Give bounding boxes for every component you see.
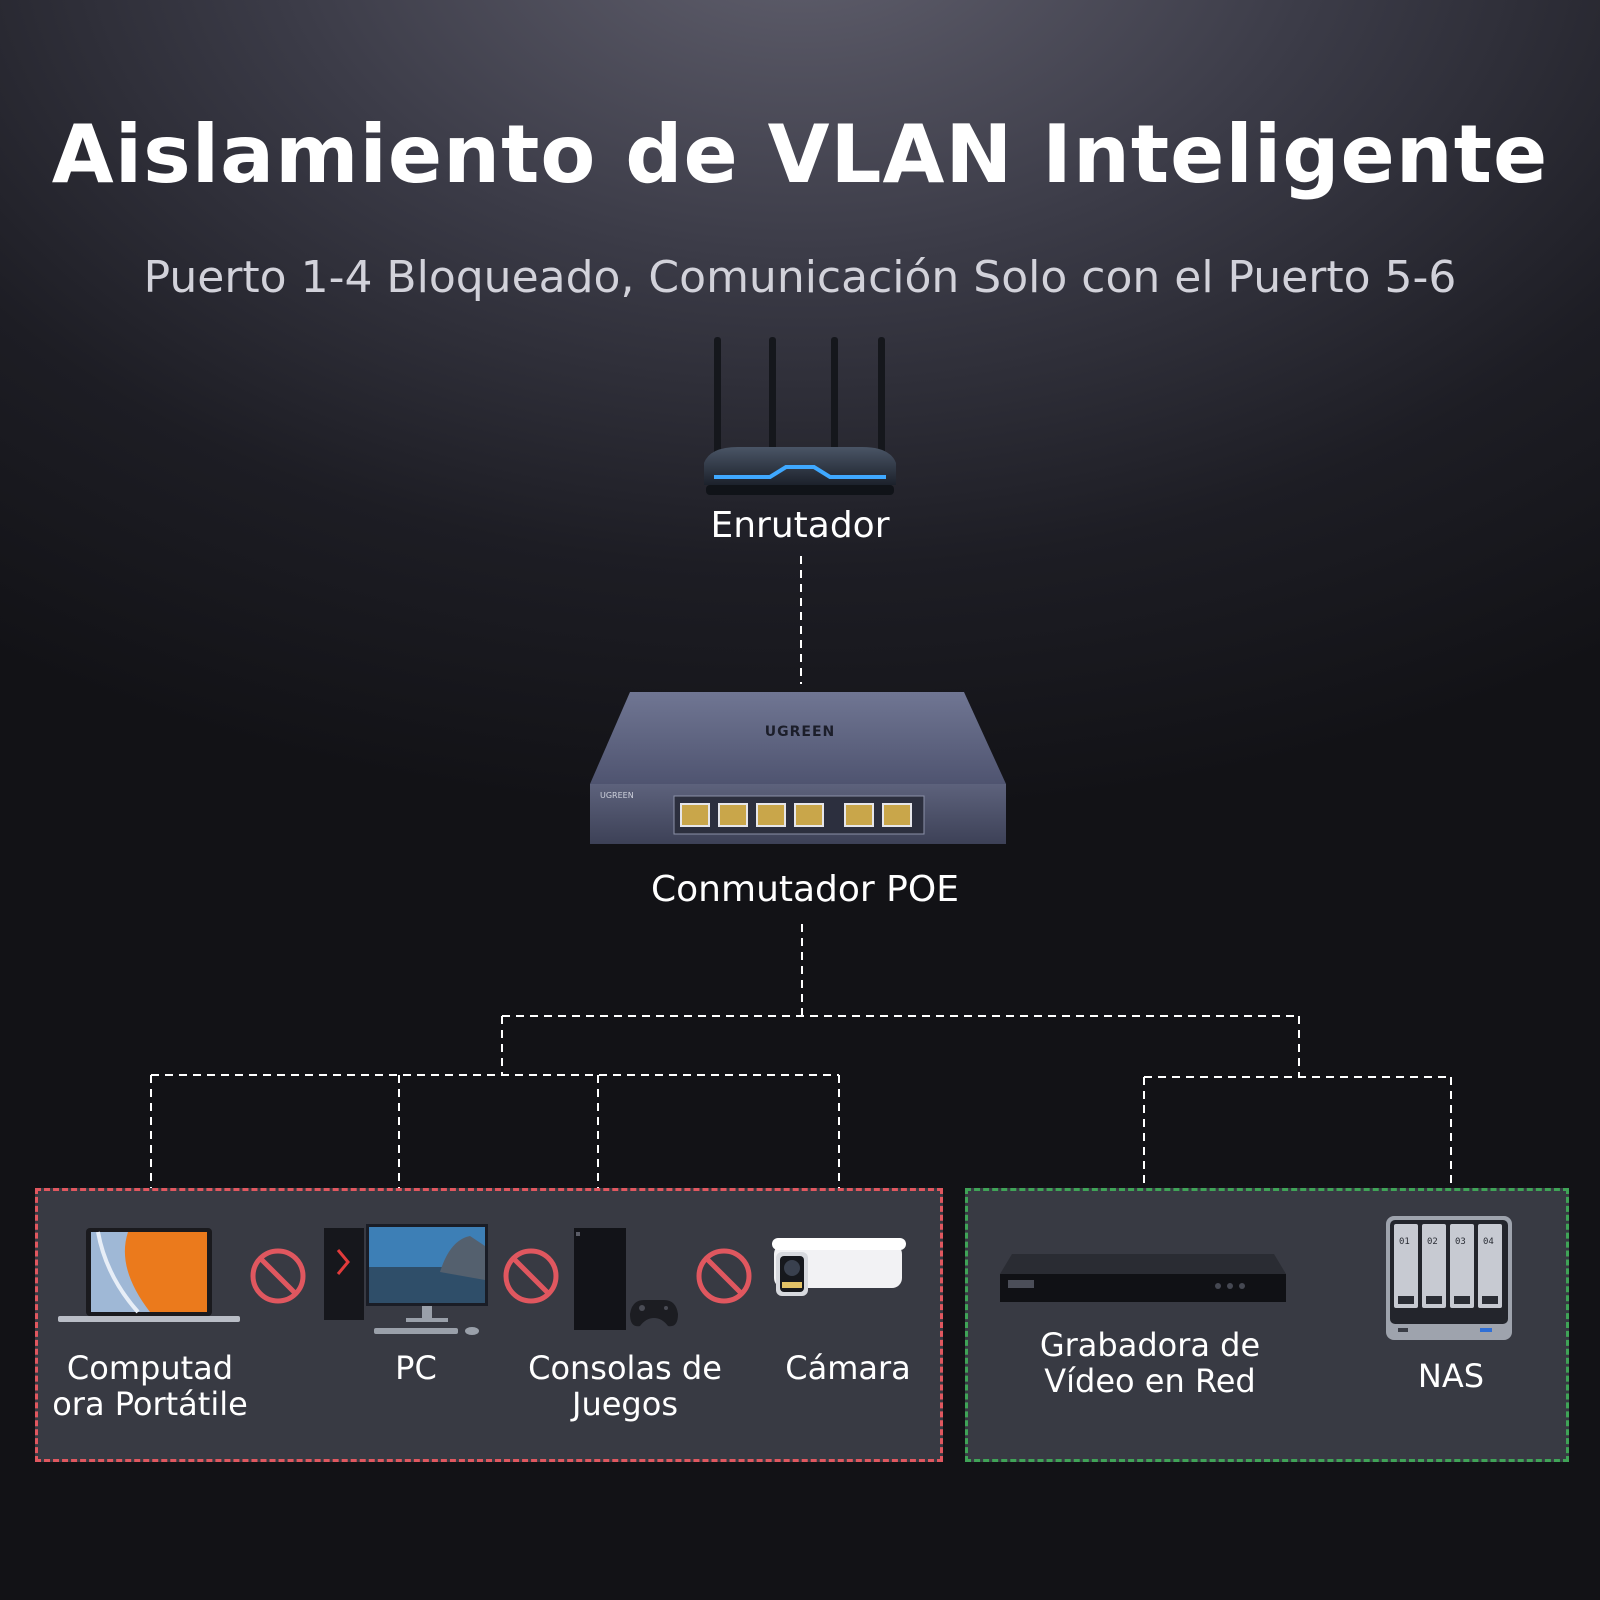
game-console-icon <box>574 1228 678 1330</box>
pc-label: PC <box>395 1349 437 1387</box>
nvr-icon <box>1000 1254 1286 1302</box>
router-icon <box>704 337 896 495</box>
laptop-label-line1: Computad <box>66 1349 234 1387</box>
blocked-icon <box>696 1248 752 1304</box>
console-label-line1: Consolas de <box>528 1349 722 1387</box>
nas-bay-label: 02 <box>1427 1237 1438 1247</box>
switch-brand-label: UGREEN <box>764 724 836 740</box>
blocked-icon <box>503 1248 559 1304</box>
laptop-label-line2: ora Portátile <box>52 1385 248 1423</box>
laptop-icon <box>58 1228 240 1322</box>
desktop-pc-icon <box>324 1224 488 1335</box>
nas-icon: 01 02 03 04 <box>1386 1216 1512 1340</box>
nas-bay-label: 04 <box>1483 1237 1494 1247</box>
nas-bay-label: 03 <box>1455 1237 1466 1247</box>
console-label-line2: Juegos <box>572 1385 678 1423</box>
nvr-label-line2: Vídeo en Red <box>1044 1362 1256 1400</box>
nas-bay-label: 01 <box>1399 1237 1410 1247</box>
nas-label: NAS <box>1417 1357 1485 1395</box>
nvr-label-line1: Grabadora de <box>1039 1326 1261 1364</box>
camera-icon <box>772 1238 906 1296</box>
page-subtitle: Puerto 1-4 Bloqueado, Comunicación Solo … <box>143 252 1457 303</box>
camera-label: Cámara <box>785 1349 911 1387</box>
router-label: Enrutador <box>710 505 890 546</box>
blocked-icon <box>250 1248 306 1304</box>
switch-label: Conmutador POE <box>651 869 959 910</box>
page-title: Aislamiento de VLAN Inteligente <box>51 108 1549 201</box>
poe-switch-icon: UGREEN <box>590 692 1006 844</box>
svg-text:UGREEN: UGREEN <box>600 791 634 800</box>
